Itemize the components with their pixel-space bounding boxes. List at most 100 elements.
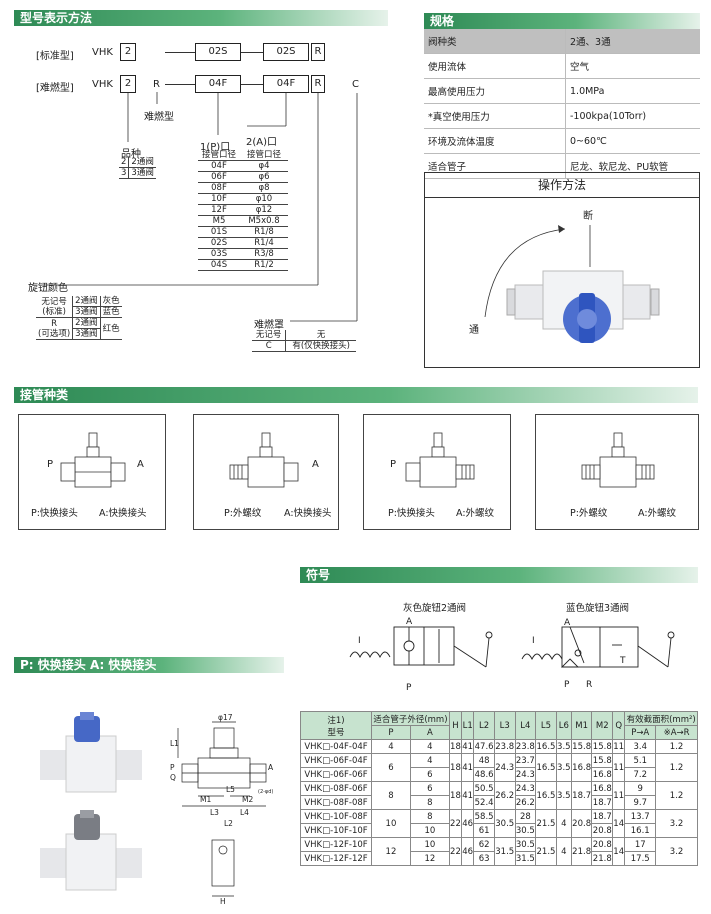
table-q: 14 bbox=[612, 809, 626, 838]
symbol-3way-a: A bbox=[564, 618, 571, 628]
dim-l4: L4 bbox=[240, 808, 249, 817]
table-l4: 30.5 bbox=[514, 837, 537, 852]
bore-size: φ8 bbox=[240, 182, 288, 194]
table-a: 4 bbox=[409, 753, 450, 768]
spec-value: 尼龙、软尼龙、PU软管 bbox=[565, 153, 700, 179]
table-l2: 61 bbox=[473, 823, 495, 838]
table-l6: 4 bbox=[555, 837, 572, 866]
valve-thread-thread-icon bbox=[581, 432, 655, 488]
dim-q: Q bbox=[170, 773, 176, 782]
table-l4: 24.3 bbox=[514, 767, 537, 782]
bore-head-p: 接管口径 bbox=[198, 150, 240, 161]
table-m1: 20.8 bbox=[570, 809, 593, 838]
symbol-left-title: 灰色旋钮2通阀 bbox=[403, 603, 467, 614]
operation-panel: 操作方法 断 通 bbox=[424, 172, 700, 368]
knob-opt-3way: 3通阀 bbox=[72, 328, 101, 340]
spec-value: 2通、3通 bbox=[565, 29, 700, 54]
bore-code: 06F bbox=[198, 171, 240, 183]
table-model: VHK□-04F-04F bbox=[300, 739, 372, 754]
table-a: 10 bbox=[409, 823, 450, 838]
table-p: 8 bbox=[371, 781, 411, 810]
variety-code: 3 bbox=[119, 167, 130, 179]
bore-code: 08F bbox=[198, 182, 240, 194]
connection-card-1: P A P:快换接头 A:快换接头 bbox=[18, 414, 166, 530]
valve-dimension-drawing: φ17 L1 P Q A L5 M1 M2 (2-φd) L3 L4 L2 H bbox=[170, 714, 274, 904]
bore-a-title: 2(A)口 bbox=[246, 137, 278, 148]
spec-label: 使用流体 bbox=[424, 53, 566, 79]
table-m1: 16.8 bbox=[570, 753, 593, 782]
dim-l1: L1 bbox=[170, 739, 179, 748]
valve-quick-thread-icon bbox=[405, 432, 475, 488]
table-a: 6 bbox=[409, 767, 450, 782]
table-head-l4: L4 bbox=[514, 711, 537, 740]
dim-m1: M1 bbox=[200, 795, 211, 804]
spec-value: 空气 bbox=[565, 53, 700, 79]
variety-code: 2 bbox=[119, 157, 130, 168]
symbol-3way-r: R bbox=[586, 680, 592, 690]
pp-section-header: P: 快换接头 A: 快换接头 bbox=[14, 657, 284, 673]
symbol-2way-diagram: I A P bbox=[349, 617, 493, 693]
table-head-h: H bbox=[448, 711, 463, 740]
fr-code-cover: C bbox=[352, 79, 359, 90]
table-m2: 18.7 bbox=[591, 795, 614, 810]
symbol-3way-i: I bbox=[532, 636, 535, 646]
knob-table: 无记号 (标准) 2通阀 灰色 3通阀 蓝色 R (可选项) 2通阀 红色 3通… bbox=[36, 296, 122, 340]
port-p-label: P bbox=[390, 459, 397, 470]
table-l4: 31.5 bbox=[514, 851, 537, 866]
spec-row: 使用流体空气 bbox=[424, 53, 700, 79]
knob-title: 旋钮颜色 bbox=[28, 283, 68, 294]
table-head-area: 有效截面积(mm²) bbox=[624, 711, 698, 726]
table-h: 18 bbox=[448, 739, 463, 754]
symbol-2way-a: A bbox=[406, 617, 413, 627]
bore-code: 02S bbox=[198, 237, 240, 249]
table-l4: 30.5 bbox=[514, 823, 537, 838]
table-pa: 9.7 bbox=[624, 795, 657, 810]
dim-m2: M2 bbox=[242, 795, 253, 804]
table-q: 14 bbox=[612, 837, 626, 866]
bore-code: 10F bbox=[198, 193, 240, 205]
table-l2: 48.6 bbox=[473, 767, 495, 782]
table-h: 18 bbox=[448, 753, 463, 782]
port-p-label: P bbox=[47, 459, 54, 470]
table-p: 12 bbox=[371, 837, 411, 866]
table-pa: 17.5 bbox=[624, 851, 657, 866]
table-m1: 18.7 bbox=[570, 781, 593, 810]
table-p: 10 bbox=[371, 809, 411, 838]
dim-l3: L3 bbox=[210, 808, 219, 817]
table-l3: 26.2 bbox=[493, 781, 516, 810]
table-head-l5: L5 bbox=[535, 711, 557, 740]
table-ar: 1.2 bbox=[655, 781, 698, 810]
symbol-2way-i: I bbox=[358, 636, 361, 646]
table-l1: 41 bbox=[461, 739, 475, 754]
port-a-label: A bbox=[137, 459, 144, 470]
std-code-color: R bbox=[311, 43, 325, 61]
symbol-right-title: 蓝色旋钮3通阀 bbox=[566, 603, 630, 614]
operation-off-label: 断 bbox=[583, 211, 593, 222]
bore-size: φ6 bbox=[240, 171, 288, 183]
table-l5: 21.5 bbox=[535, 809, 557, 838]
table-head-ar: ※A→R bbox=[655, 725, 698, 740]
spec-label: 最高使用压力 bbox=[424, 78, 566, 104]
knob-code-std: 无记号 (标准) bbox=[36, 296, 74, 318]
table-l2: 47.6 bbox=[473, 739, 495, 754]
fr-code-r: R bbox=[153, 79, 160, 90]
std-code-ways: 2 bbox=[120, 43, 136, 61]
table-m2: 21.8 bbox=[591, 851, 614, 866]
model-leader-lines bbox=[42, 92, 358, 322]
table-head-l2: L2 bbox=[473, 711, 495, 740]
table-l5: 16.5 bbox=[535, 739, 557, 754]
bore-code: 03S bbox=[198, 248, 240, 260]
table-l3: 23.8 bbox=[493, 739, 516, 754]
table-l2: 52.4 bbox=[473, 795, 495, 810]
table-l1: 41 bbox=[461, 753, 475, 782]
connection-a-type: A:外螺纹 bbox=[638, 508, 677, 519]
table-l5: 16.5 bbox=[535, 753, 557, 782]
symbol-2way-p: P bbox=[406, 683, 412, 693]
table-l4: 23.7 bbox=[514, 753, 537, 768]
table-h: 22 bbox=[448, 837, 463, 866]
